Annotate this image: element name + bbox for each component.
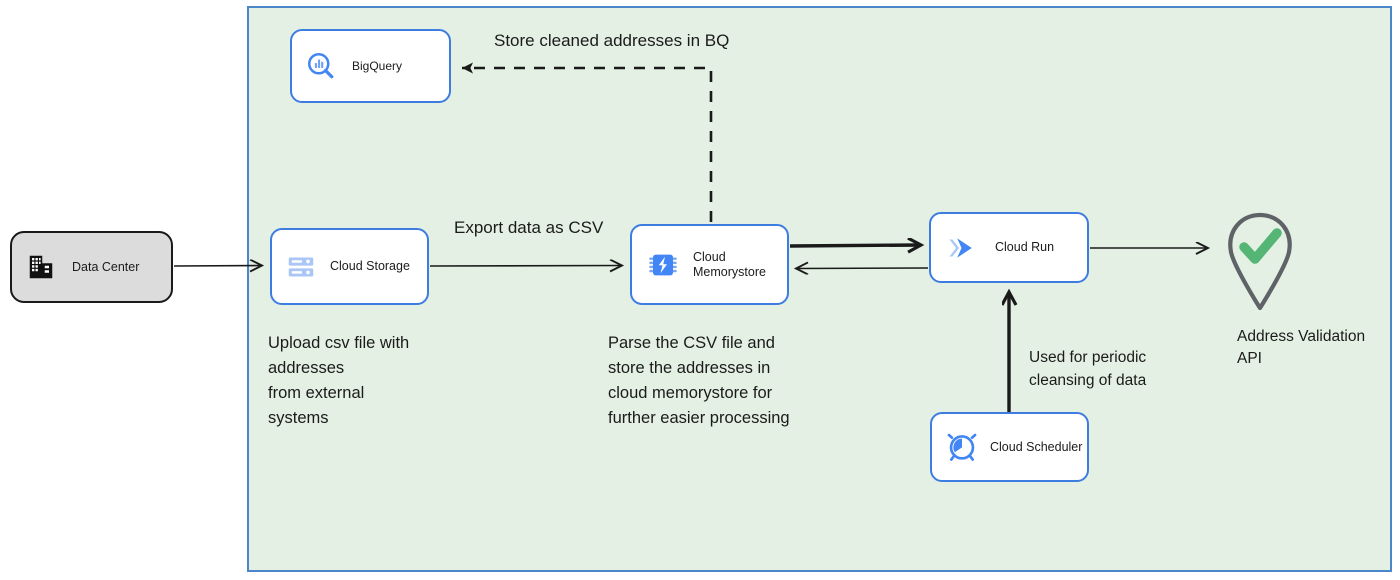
node-memorystore[interactable]: Cloud Memorystore	[630, 224, 789, 305]
bigquery-icon	[306, 51, 336, 81]
node-data-center[interactable]: Data Center	[10, 231, 173, 303]
node-cloud-storage[interactable]: Cloud Storage	[270, 228, 429, 305]
edge-label-export-data-as-csv: Export data as CSV	[454, 218, 604, 237]
memorystore-icon	[648, 250, 678, 280]
node-cloud-scheduler[interactable]: Cloud Scheduler	[930, 412, 1089, 482]
note-parse-csv: Parse the CSV file and store the address…	[608, 334, 790, 428]
node-label: Cloud Memorystore	[693, 249, 766, 279]
cloud-run-icon	[945, 233, 979, 263]
note-upload-csv: Upload csv file with addresses from exte…	[268, 334, 410, 428]
node-label: Cloud Storage	[330, 259, 410, 274]
node-label: Data Center	[72, 259, 140, 274]
cloud-storage-icon	[286, 252, 316, 282]
map-pin-check-icon	[1228, 212, 1292, 311]
building-icon	[26, 252, 56, 282]
node-address-validation-api[interactable]	[1216, 205, 1304, 313]
node-cloud-run[interactable]: Cloud Run	[929, 212, 1089, 283]
edge-label-store-cleaned-addresses: Store cleaned addresses in BQ	[494, 31, 730, 50]
node-label: Cloud Scheduler	[990, 439, 1083, 454]
note-periodic-cleansing: Used for periodic cleansing of data	[1029, 349, 1147, 389]
node-bigquery[interactable]: BigQuery	[290, 29, 451, 103]
cloud-scheduler-icon	[946, 431, 978, 463]
node-label: BigQuery	[352, 58, 403, 73]
node-label: Cloud Run	[995, 240, 1055, 255]
address-validation-api-label: Address Validation API	[1237, 328, 1366, 367]
